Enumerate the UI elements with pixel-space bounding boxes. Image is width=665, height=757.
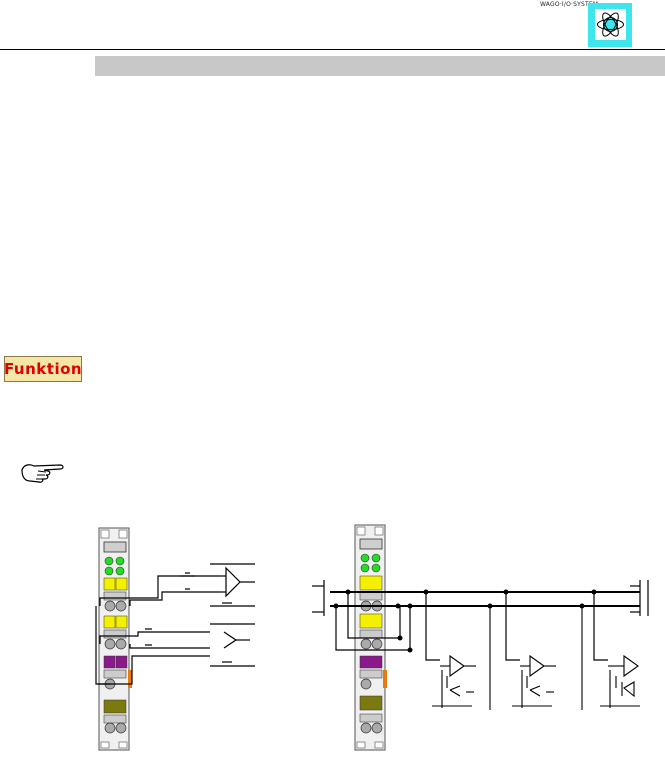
sensor-groups	[432, 606, 640, 710]
right-bus-wiring	[312, 580, 649, 661]
terminal-module-right	[354, 524, 387, 751]
left-wiring	[95, 563, 255, 685]
header-caption: WAGO·I/O·SYSTEM	[540, 1, 599, 8]
wiring-diagram	[95, 524, 649, 751]
terminal-module-left	[98, 527, 132, 751]
pointing-hand-icon	[20, 460, 68, 489]
section-title-bar	[95, 56, 665, 76]
header-divider	[0, 49, 665, 50]
funktion-badge-label: Funktion	[3, 360, 83, 378]
funktion-badge: Funktion	[4, 356, 82, 382]
atom-logo-icon	[588, 3, 632, 47]
